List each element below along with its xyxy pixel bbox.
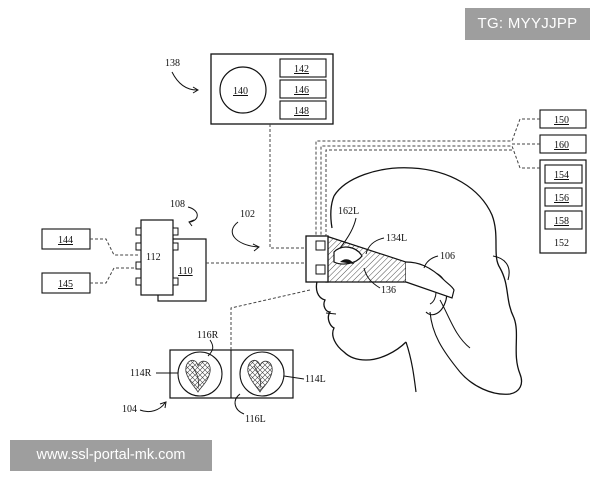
label-156: 156 [554, 193, 569, 204]
label-116L: 116L [245, 414, 266, 425]
unit-144: 144 [41, 228, 91, 250]
label-136: 136 [381, 285, 396, 296]
headset-strap [405, 261, 455, 299]
component-146 [279, 79, 327, 99]
component-148 [279, 100, 327, 120]
watermark-bottom-left: www.ssl-portal-mk.com [10, 440, 212, 471]
unit-160: 160 [539, 134, 587, 154]
label-114L: 114L [305, 374, 326, 385]
label-112: 112 [146, 252, 161, 263]
component-140 [219, 66, 267, 114]
unit-152: 154 156 158 152 [539, 159, 587, 254]
unit-145: 145 [41, 272, 91, 294]
arrow-104 [139, 402, 166, 413]
label-146: 146 [294, 85, 309, 96]
arrow-108 [187, 206, 198, 223]
label-144: 144 [58, 235, 73, 246]
label-106: 106 [440, 251, 455, 262]
label-134L: 134L [386, 233, 407, 244]
unit-112: 112 [135, 219, 179, 296]
label-154: 154 [554, 170, 569, 181]
arrow-138 [171, 71, 198, 91]
label-142: 142 [294, 64, 309, 75]
unit-138: 140 142 146 148 [210, 53, 334, 125]
watermark-top-right: TG: MYYJJPP [465, 8, 590, 40]
unit-104 [169, 349, 294, 399]
arrow-102 [231, 221, 259, 248]
image-116L [247, 359, 273, 393]
label-102: 102 [240, 209, 255, 220]
label-114R: 114R [130, 368, 152, 379]
label-148: 148 [294, 106, 309, 117]
label-116R: 116R [197, 330, 219, 341]
label-158: 158 [554, 216, 569, 227]
image-116R [185, 359, 211, 393]
unit-150: 150 [539, 109, 587, 129]
headset-102 [305, 235, 455, 299]
label-108: 108 [170, 199, 185, 210]
label-152: 152 [554, 238, 569, 249]
label-110: 110 [178, 266, 193, 277]
label-160: 160 [554, 140, 569, 151]
label-145: 145 [58, 279, 73, 290]
label-150: 150 [554, 115, 569, 126]
label-162L: 162L [338, 206, 359, 217]
component-142 [279, 58, 327, 78]
label-104: 104 [122, 404, 137, 415]
head-profile [315, 167, 523, 395]
label-140: 140 [233, 86, 248, 97]
label-138: 138 [165, 58, 180, 69]
